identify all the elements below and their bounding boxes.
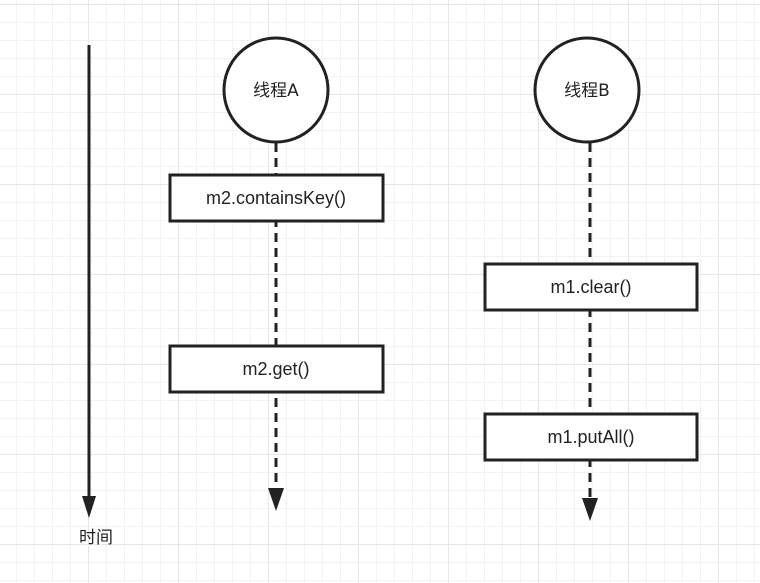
time-axis: 时间 — [79, 45, 113, 548]
thread-a-call-label: m2.get() — [242, 359, 309, 379]
thread-a-call-box — [168, 173, 385, 223]
thread-a-node — [222, 36, 330, 144]
thread-b-name: 线程B — [564, 81, 610, 101]
thread-b-node — [533, 36, 641, 144]
thread-b-lifeline-arrow-icon — [582, 498, 598, 521]
time-axis-label: 时间 — [79, 528, 113, 548]
thread-a-call-box — [168, 344, 385, 394]
thread-a-name: 线程A — [253, 81, 299, 101]
thread-a-lane: 线程A m2.containsKey() m2.get() — [168, 36, 385, 511]
thread-a-lifeline-arrow-icon — [268, 488, 284, 511]
thread-b-call-box — [483, 262, 699, 312]
thread-b-lane: 线程B m1.clear() m1.putAll() — [483, 36, 699, 521]
thread-a-call-label: m2.containsKey() — [206, 188, 346, 208]
thread-b-call-label: m1.putAll() — [547, 427, 634, 447]
thread-b-call-box — [483, 412, 699, 462]
thread-b-call-label: m1.clear() — [550, 277, 631, 297]
time-axis-arrow-icon — [82, 496, 96, 518]
